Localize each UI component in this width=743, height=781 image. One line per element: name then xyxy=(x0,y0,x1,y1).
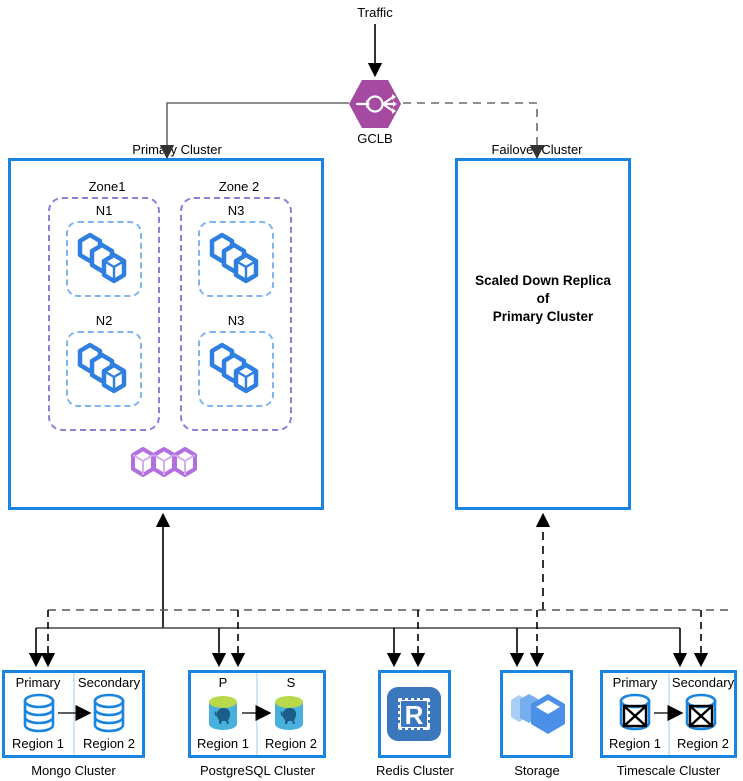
zone-label-1: Zone1 xyxy=(88,179,126,194)
zone-label-2: Zone 2 xyxy=(218,179,260,194)
timescale-cylinder-icon xyxy=(684,693,718,732)
node-label-n3-a: N3 xyxy=(227,203,245,218)
traffic-label: Traffic xyxy=(357,5,393,20)
postgres-primary-role: P xyxy=(218,675,228,690)
postgres-elephant-icon xyxy=(272,694,306,732)
postgres-secondary-region: Region 2 xyxy=(264,736,318,751)
purple-cube-row-icon xyxy=(128,444,208,480)
timescale-primary-role: Primary xyxy=(612,675,658,690)
mongo-primary-region: Region 1 xyxy=(11,736,65,751)
cube-stack-icon xyxy=(209,342,259,394)
failover-cluster-label: Failover Cluster xyxy=(491,142,583,157)
timescale-cylinder-icon xyxy=(618,693,652,732)
failover-body-line1: Scaled Down Replica xyxy=(475,273,611,288)
mongo-divider xyxy=(73,673,75,755)
database-cylinder-icon xyxy=(22,693,56,733)
redis-chip-icon: R xyxy=(384,684,444,744)
timescale-primary-region: Region 1 xyxy=(608,736,662,751)
mongo-primary-role: Primary xyxy=(15,675,61,690)
primary-cluster-label: Primary Cluster xyxy=(132,142,222,157)
node-box-n1[interactable] xyxy=(66,221,142,297)
mongo-secondary-role: Secondary xyxy=(77,675,141,690)
timescale-secondary-role: Secondary xyxy=(671,675,735,690)
cube-stack-icon xyxy=(77,232,127,284)
failover-cluster-box[interactable] xyxy=(455,158,631,510)
failover-body-line2: of xyxy=(536,291,550,306)
store-label-mongo: Mongo Cluster xyxy=(31,763,116,778)
gclb-label: GCLB xyxy=(357,131,393,146)
node-label-n1: N1 xyxy=(95,203,113,218)
node-label-n3-b: N3 xyxy=(227,313,245,328)
mongo-secondary-region: Region 2 xyxy=(82,736,136,751)
store-label-timescale: Timescale Cluster xyxy=(616,763,721,778)
store-label-redis: Redis Cluster xyxy=(375,763,455,778)
gclb-icon[interactable] xyxy=(348,78,402,130)
node-box-n3-b[interactable] xyxy=(198,331,274,407)
redis-glyph: R xyxy=(405,700,424,730)
node-box-n3-a[interactable] xyxy=(198,221,274,297)
node-label-n2: N2 xyxy=(95,313,113,328)
zone-box-1[interactable] xyxy=(48,197,160,431)
zone-box-2[interactable] xyxy=(180,197,292,431)
store-label-postgres: PostgreSQL Cluster xyxy=(199,763,316,778)
cube-stack-icon xyxy=(209,232,259,284)
postgres-primary-region: Region 1 xyxy=(196,736,250,751)
storage-cubes-icon xyxy=(505,686,569,744)
postgres-elephant-icon xyxy=(206,694,240,732)
cube-stack-icon xyxy=(77,342,127,394)
postgres-secondary-role: S xyxy=(286,675,296,690)
node-box-n2[interactable] xyxy=(66,331,142,407)
failover-body-line3: Primary Cluster xyxy=(492,309,594,324)
database-cylinder-icon xyxy=(92,693,126,733)
store-label-storage: Storage xyxy=(514,763,560,778)
timescale-secondary-region: Region 2 xyxy=(676,736,730,751)
